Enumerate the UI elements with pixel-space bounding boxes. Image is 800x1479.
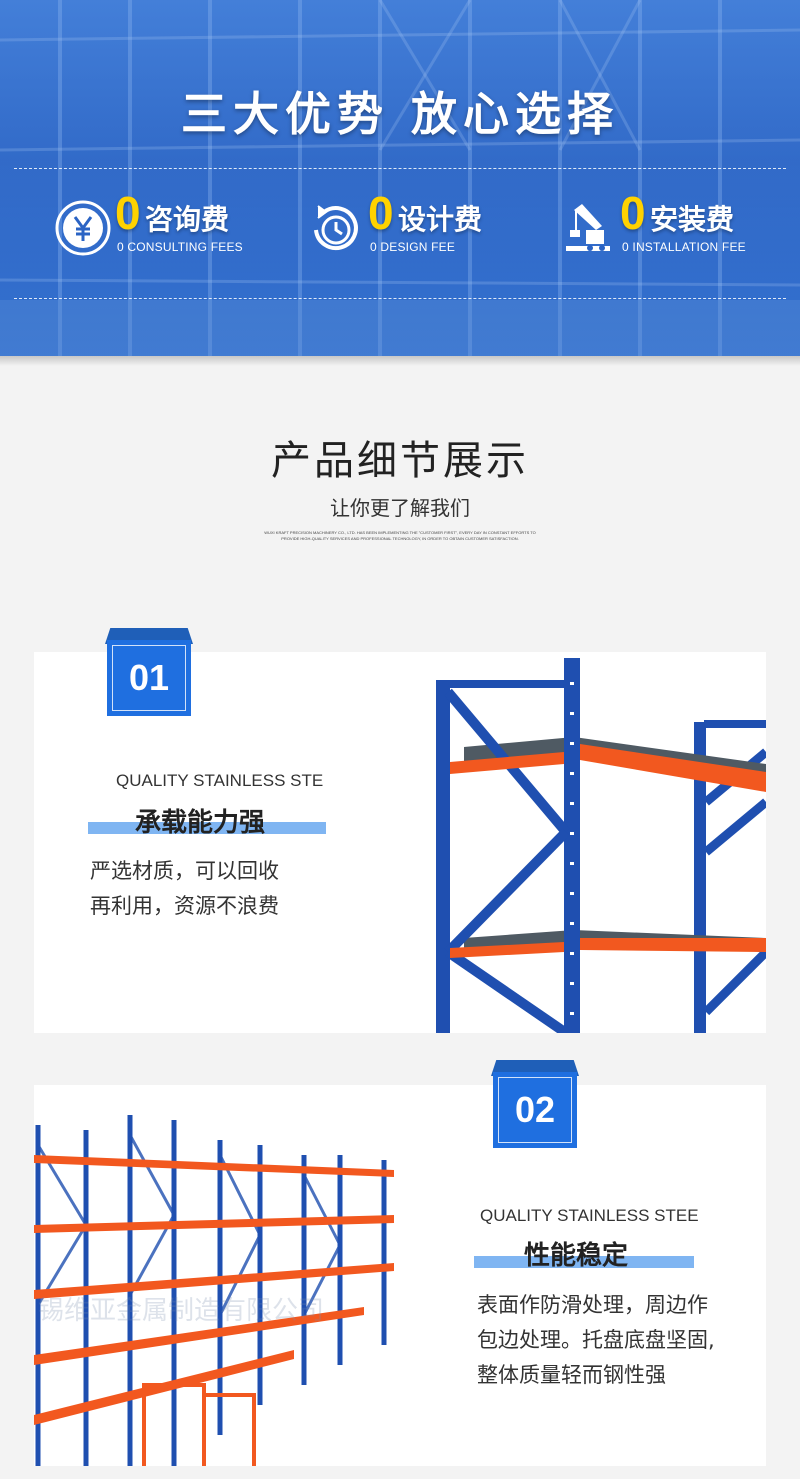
banner-shadow xyxy=(0,356,800,366)
fee-zero: 0 xyxy=(368,187,394,239)
rack-image-2 xyxy=(34,1115,394,1466)
section-subtitle: 让你更了解我们 xyxy=(330,496,470,520)
banner-title: 三大优势 放心选择 xyxy=(180,87,619,141)
fee-en: 0 INSTALLATION FEE xyxy=(622,240,746,254)
divider-top xyxy=(14,168,786,169)
fee-zero: 0 xyxy=(620,187,646,239)
fee-name: 咨询费 xyxy=(145,203,230,236)
title-highlight-bar xyxy=(88,822,326,834)
feature-number: 02 xyxy=(514,1089,556,1130)
fee-name: 安装费 xyxy=(650,203,735,236)
feature-card-2: 锡维亚金属制造有限公司 xyxy=(34,1085,766,1466)
divider-bottom xyxy=(14,298,786,299)
feature-en-title: QUALITY STAINLESS STEE xyxy=(480,1206,699,1225)
rack-image-1 xyxy=(436,658,766,1033)
title-highlight-bar xyxy=(474,1256,694,1268)
feature-description: 严选材质，可以回收 再利用，资源不浪费 xyxy=(90,859,279,918)
fee-name: 设计费 xyxy=(398,203,483,236)
feature-number-badge: 02 xyxy=(487,1060,583,1148)
feature-number-badge: 01 xyxy=(101,628,197,716)
feature-description: 表面作防滑处理，周边作 包边处理。托盘底盘坚固, 整体质量轻而钢性强 xyxy=(477,1293,715,1387)
fee-en: 0 CONSULTING FEES xyxy=(117,240,243,254)
feature-title: 承载能力强 xyxy=(135,808,266,838)
feature-number: 01 xyxy=(128,657,170,698)
section-fine-print: WUXI KRAFT PRECISION MACHINERY CO., LTD.… xyxy=(264,530,536,541)
crane-icon xyxy=(566,204,610,251)
watermark-text: 锡维亚金属制造有限公司 xyxy=(38,1296,325,1326)
warehouse-background xyxy=(0,0,800,356)
feature-title: 性能稳定 xyxy=(524,1241,629,1271)
fee-zero: 0 xyxy=(115,187,141,239)
clock-refresh-icon xyxy=(314,205,358,251)
section-title: 产品细节展示 xyxy=(271,438,529,484)
hero-banner: 三大优势 放心选择 0 咨询费 0 CONSULTING FEES 0 设计费 … xyxy=(0,0,800,356)
yen-coin-icon xyxy=(55,200,111,256)
fee-en: 0 DESIGN FEE xyxy=(370,240,456,254)
feature-en-title: QUALITY STAINLESS STE xyxy=(116,771,324,790)
